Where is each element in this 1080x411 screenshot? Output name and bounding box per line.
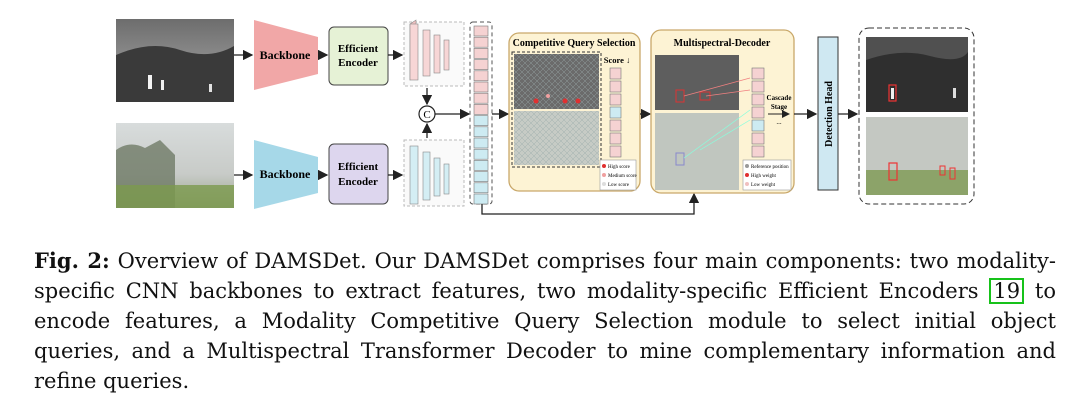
- token-cell: [473, 25, 489, 37]
- cascade-line2: Stage: [771, 103, 787, 111]
- feature-maps-top: [403, 19, 465, 87]
- legend-high-score: High score: [608, 165, 631, 170]
- overview-figure: Backbone Backbone Efficient Encoder Effi…: [116, 19, 975, 215]
- token-cell: [609, 93, 622, 106]
- token-cell: [473, 182, 489, 194]
- legend-medium-score: Medium score: [608, 174, 638, 179]
- backbone-top-label: Backbone: [260, 48, 311, 62]
- encoder-top-line1: Efficient: [338, 43, 379, 55]
- token-cell: [751, 93, 765, 106]
- legend-high-weight: High weight: [751, 174, 776, 179]
- efficient-encoder-top: Efficient Encoder: [328, 26, 389, 86]
- token-cell: [473, 36, 489, 48]
- cqs-title: Competitive Query Selection: [513, 38, 636, 49]
- token-cell: [473, 148, 489, 160]
- detection-head: Detection Head: [817, 36, 839, 191]
- legend-reference-position: Reference position: [751, 165, 789, 170]
- encoder-top-line2: Encoder: [338, 57, 378, 69]
- token-cell: [609, 145, 622, 158]
- competitive-query-selection-panel: Competitive Query Selection Score ↓ High…: [508, 32, 641, 192]
- backbone-top: Backbone: [254, 20, 318, 90]
- visible-input-image: [116, 123, 234, 208]
- token-cell: [609, 132, 622, 145]
- token-column: [469, 21, 493, 205]
- token-cell: [473, 126, 489, 138]
- token-cell: [473, 137, 489, 149]
- token-cell: [751, 145, 765, 158]
- caption-label: Fig. 2:: [34, 248, 110, 273]
- token-cell: [751, 80, 765, 93]
- detection-head-label: Detection Head: [824, 81, 835, 147]
- caption-text-2: to encode features, a Modality Competiti…: [34, 279, 1056, 393]
- backbone-bottom-label: Backbone: [260, 167, 311, 181]
- token-cell: [473, 81, 489, 93]
- token-cell: [473, 171, 489, 182]
- citation-link[interactable]: 19: [989, 278, 1025, 304]
- token-cell: [609, 80, 622, 93]
- cascade-line1: Cascade: [767, 94, 792, 102]
- legend-low-weight: Low weight: [751, 183, 776, 188]
- token-cell: [473, 115, 489, 126]
- encoder-bottom-line2: Encoder: [338, 176, 378, 188]
- caption-text-1: Overview of DAMSDet. Our DAMSDet compris…: [34, 249, 1056, 303]
- token-cell: [473, 48, 489, 59]
- token-cell: [473, 193, 489, 205]
- detection-output: [858, 27, 975, 205]
- concat-operator: C: [418, 105, 436, 123]
- legend-low-score: Low score: [608, 183, 630, 188]
- token-cell: [473, 59, 489, 70]
- encoder-bottom-line1: Efficient: [338, 161, 379, 173]
- token-cell: [751, 67, 765, 80]
- figure-caption: Fig. 2: Overview of DAMSDet. Our DAMSDet…: [34, 246, 1056, 396]
- token-cell: [751, 106, 765, 119]
- multispectral-decoder-panel: Multispectral-Decoder Cascade Stage ... …: [650, 29, 795, 194]
- token-cell: [751, 119, 765, 132]
- infrared-input-image: [116, 19, 234, 102]
- efficient-encoder-bottom: Efficient Encoder: [328, 143, 389, 205]
- score-label: Score ↓: [604, 55, 631, 65]
- concat-symbol: C: [423, 109, 430, 121]
- decoder-title: Multispectral-Decoder: [674, 38, 771, 49]
- token-cell: [751, 132, 765, 145]
- token-cell: [473, 104, 489, 115]
- cascade-ellipsis: ...: [776, 118, 782, 126]
- backbone-bottom: Backbone: [254, 140, 318, 209]
- token-cell: [473, 70, 489, 82]
- token-cell: [473, 92, 489, 104]
- token-cell: [609, 106, 622, 119]
- token-cell: [609, 119, 622, 132]
- token-cell: [473, 160, 489, 171]
- token-cell: [609, 67, 622, 80]
- feature-maps-bottom: [403, 139, 465, 207]
